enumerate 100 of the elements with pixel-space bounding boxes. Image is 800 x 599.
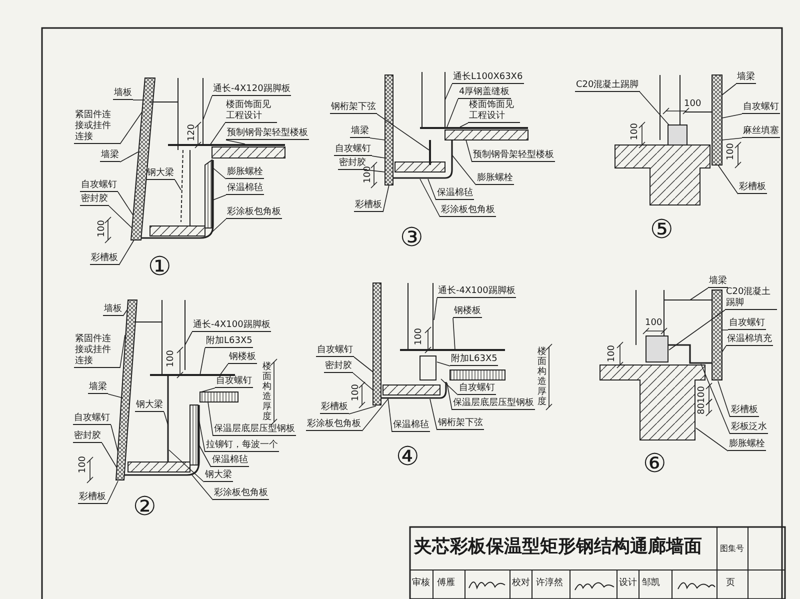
leader-line xyxy=(108,206,132,228)
callout-label: 预制钢骨架轻型楼板 xyxy=(226,128,309,140)
callout-label: 彩涂板包角板 xyxy=(213,488,269,500)
leader-line xyxy=(460,122,468,128)
dimension-text: 100 xyxy=(607,345,618,362)
callout-label: 通长-4X120踢脚板 xyxy=(212,84,292,96)
leader-line xyxy=(436,362,450,366)
callout-label: 保温棉毡 xyxy=(392,420,430,432)
leader-line xyxy=(210,218,226,234)
callout-label: 紧固件连接或挂件连接 xyxy=(74,334,120,368)
leader-line xyxy=(722,114,742,118)
dimension-text: 100 xyxy=(351,384,362,402)
leader-line xyxy=(690,288,708,300)
leader-line xyxy=(210,122,226,146)
callout-label: 麻丝填塞 xyxy=(742,126,780,138)
leader-line xyxy=(376,114,430,150)
table-cell: 页 xyxy=(726,578,735,589)
callout-label: 自攻螺钉 xyxy=(73,413,111,425)
table-cell: 审核 xyxy=(412,578,430,589)
callout-label: 钢大梁 xyxy=(204,470,233,482)
callout-label: 膨胀螺栓 xyxy=(728,439,766,451)
leader-line xyxy=(118,240,134,266)
leader-line xyxy=(382,184,390,212)
leader-line xyxy=(192,474,214,500)
callout-label: 通长-4X100踢脚板 xyxy=(437,286,516,298)
detail-number: ⑤ xyxy=(650,216,674,244)
leader-line xyxy=(120,152,138,162)
leader-line xyxy=(446,98,458,128)
callout-label: 自攻螺钉 xyxy=(334,144,372,156)
callout-label: 保温层底层压型钢板 xyxy=(213,424,296,436)
callout-label: 彩槽板 xyxy=(90,253,119,265)
dimension-text: 楼面构造厚度 xyxy=(537,347,547,407)
callout-label: 钢桁架下弦 xyxy=(437,418,484,430)
leader-line xyxy=(446,382,452,410)
callout-label: 墙梁 xyxy=(736,72,756,84)
leader-line xyxy=(434,298,438,320)
callout-label: 自攻螺钉 xyxy=(215,376,253,388)
callout-label: 彩槽板 xyxy=(78,492,107,504)
callout-label: 紧固件连接或挂件连接 xyxy=(74,110,120,144)
callout-label: 预制钢骨架轻型楼板 xyxy=(472,150,555,162)
leader-line xyxy=(198,420,206,452)
leader-line xyxy=(452,154,476,186)
leader-line xyxy=(220,364,228,376)
table-cell: 许淳然 xyxy=(536,578,563,589)
callout-label: 彩槽板 xyxy=(320,402,349,414)
leader-line xyxy=(362,398,388,432)
leader-line xyxy=(122,310,128,316)
callout-label: 墙梁 xyxy=(100,150,120,162)
callout-label: 彩涂板包角板 xyxy=(440,205,496,217)
table-cell: 图集号 xyxy=(720,543,744,554)
detail-number: ② xyxy=(133,493,156,521)
wall-section-drawing xyxy=(372,282,506,406)
leader-line xyxy=(370,138,386,140)
leader-line xyxy=(202,96,212,120)
leader-line xyxy=(212,194,226,200)
leader-line xyxy=(200,388,216,392)
leader-line xyxy=(208,402,214,436)
leader-line xyxy=(106,480,118,504)
dimension-text: 楼面构造厚度 xyxy=(262,362,272,422)
dimension-text: 120 xyxy=(187,124,198,142)
callout-label: 彩槽板 xyxy=(738,182,767,194)
leader-line xyxy=(718,380,730,418)
callout-label: 密封胶 xyxy=(73,431,102,443)
leader-line xyxy=(198,444,212,468)
callout-label: 墙板 xyxy=(113,88,133,100)
callout-label: 通长-4X100踢脚板 xyxy=(192,320,272,332)
table-cell: 邹凯 xyxy=(642,578,660,589)
table-cell: 设计 xyxy=(619,578,637,589)
callout-label: 墙梁 xyxy=(88,382,108,394)
leader-line xyxy=(440,378,458,396)
callout-label: 墙梁 xyxy=(350,126,370,138)
callout-label: 保温棉毡 xyxy=(211,455,249,467)
leader-line xyxy=(372,156,386,158)
leader-line xyxy=(212,168,226,180)
dimension-text: 80 xyxy=(697,403,708,414)
callout-label: 拉铆钉，每波一个 xyxy=(205,440,279,452)
detail-number: ④ xyxy=(396,443,420,471)
callout-label: C20混凝土踢脚 xyxy=(575,80,640,92)
leader-line xyxy=(102,442,118,468)
callout-label: 保温棉毡 xyxy=(436,188,474,200)
leader-line xyxy=(700,364,730,434)
callout-label: 彩板泛水 xyxy=(730,422,768,434)
callout-label: C20混凝土踢脚 xyxy=(725,287,777,310)
leader-line xyxy=(118,192,134,216)
callout-label: 彩槽板 xyxy=(354,200,383,212)
dimension-text: 100 xyxy=(697,386,708,404)
leader-line xyxy=(200,348,206,376)
callout-label: 自攻螺钉 xyxy=(316,345,354,357)
callout-label: 自攻螺钉 xyxy=(80,180,118,192)
callout-label: 密封胶 xyxy=(324,361,353,373)
leader-line xyxy=(352,372,374,390)
table-cell: 傅雁 xyxy=(437,578,455,589)
wall-section-drawing xyxy=(384,72,528,186)
table-cell: 校对 xyxy=(512,578,530,589)
leader-line xyxy=(174,180,182,190)
callout-label: 墙梁 xyxy=(708,276,728,288)
dimension-text: 100 xyxy=(166,350,177,368)
leader-line xyxy=(696,428,728,452)
leader-line xyxy=(168,450,204,482)
leader-line xyxy=(718,164,738,194)
